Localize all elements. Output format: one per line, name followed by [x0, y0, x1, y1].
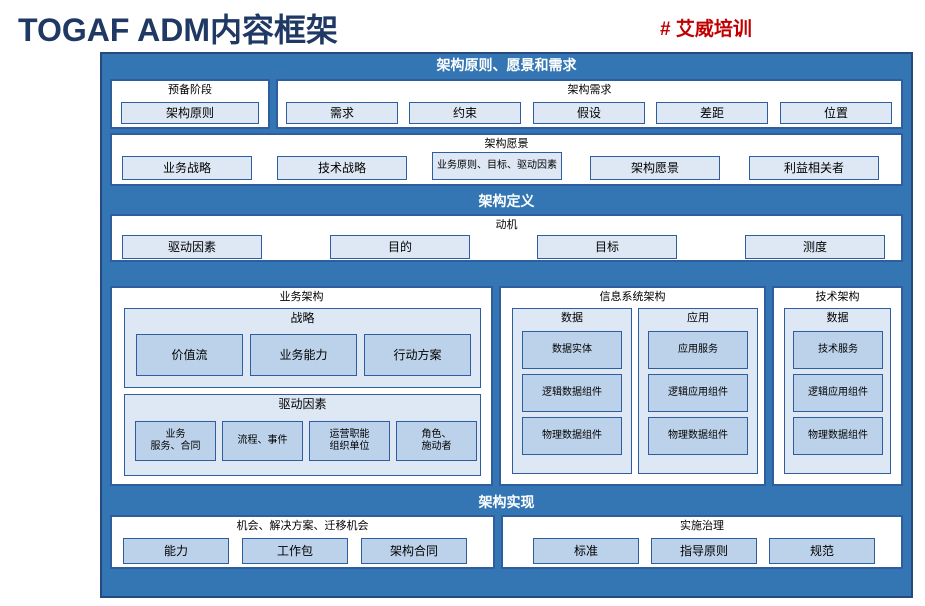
group-title-data: 数据 — [561, 312, 583, 324]
group-technology-data: 数据 技术服务 逻辑应用组件 物理数据组件 — [784, 308, 891, 474]
chip-data-entity[interactable]: 数据实体 — [522, 331, 622, 369]
chip-architecture-vision[interactable]: 架构愿景 — [590, 156, 720, 180]
chip-value-stream[interactable]: 价值流 — [136, 334, 243, 376]
panel-technology-architecture: 技术架构 数据 技术服务 逻辑应用组件 物理数据组件 — [772, 286, 903, 486]
chip-objective[interactable]: 目的 — [330, 235, 470, 259]
panel-architecture-vision: 架构愿景 业务战略 技术战略 业务原则、目标、驱动因素 架构愿景 利益相关者 — [110, 133, 903, 186]
chip-process-event[interactable]: 流程、事件 — [222, 421, 303, 461]
panel-implementation-governance: 实施治理 标准 指导原则 规范 — [501, 515, 903, 569]
panel-title-implementation-governance: 实施治理 — [680, 520, 724, 532]
section-title-architecture-definition: 架构定义 — [478, 193, 535, 209]
group-data: 数据 数据实体 逻辑数据组件 物理数据组件 — [512, 308, 632, 474]
panel-title-technology-architecture: 技术架构 — [815, 291, 860, 303]
chip-application-service[interactable]: 应用服务 — [648, 331, 748, 369]
chip-logical-data-component[interactable]: 逻辑数据组件 — [522, 374, 622, 412]
chip-standard[interactable]: 标准 — [533, 538, 639, 564]
chip-specification[interactable]: 规范 — [769, 538, 875, 564]
group-title-strategy: 战略 — [290, 311, 315, 325]
section-title-architecture-realization: 架构实现 — [478, 494, 535, 510]
section-architecture-realization: 架构实现 机会、解决方案、迁移机会 能力 工作包 架构合同 实施治理 标准 指导… — [102, 491, 911, 569]
group-title-drivers: 驱动因素 — [278, 397, 327, 411]
panel-preliminary: 预备阶段 架构原则 — [110, 79, 270, 129]
chip-capability[interactable]: 能力 — [123, 538, 229, 564]
panel-motivation: 动机 驱动因素 目的 目标 测度 — [110, 214, 903, 262]
chip-physical-data-component[interactable]: 物理数据组件 — [522, 417, 622, 455]
group-title-application: 应用 — [687, 312, 709, 324]
section-principles-vision-requirements: 架构原则、愿景和需求 预备阶段 架构原则 架构需求 需求 约束 假设 差距 位置… — [102, 54, 911, 186]
chip-business-service-contract[interactable]: 业务 服务、合同 — [135, 421, 216, 461]
chip-course-of-action[interactable]: 行动方案 — [364, 334, 471, 376]
panel-title-business-architecture: 业务架构 — [279, 291, 324, 303]
section-architecture-definition: 架构定义 动机 驱动因素 目的 目标 测度 — [102, 190, 911, 262]
chip-logical-application-component[interactable]: 逻辑应用组件 — [648, 374, 748, 412]
panel-architecture-requirements: 架构需求 需求 约束 假设 差距 位置 — [276, 79, 903, 129]
chip-measure[interactable]: 测度 — [745, 235, 885, 259]
panel-information-systems-architecture: 信息系统架构 数据 数据实体 逻辑数据组件 物理数据组件 应用 应用服务 逻辑应… — [499, 286, 766, 486]
chip-business-capability[interactable]: 业务能力 — [250, 334, 357, 376]
panel-title-motivation: 动机 — [495, 219, 518, 231]
togaf-content-framework: 架构原则、愿景和需求 预备阶段 架构原则 架构需求 需求 约束 假设 差距 位置… — [100, 52, 913, 598]
chip-assumption[interactable]: 假设 — [533, 102, 645, 124]
page-title: TOGAF ADM内容框架 — [18, 12, 338, 48]
panel-title-opportunities: 机会、解决方案、迁移机会 — [236, 520, 369, 532]
chip-architecture-contract[interactable]: 架构合同 — [361, 538, 467, 564]
chip-requirement[interactable]: 需求 — [286, 102, 398, 124]
panel-opportunities-solutions-migration: 机会、解决方案、迁移机会 能力 工作包 架构合同 — [110, 515, 495, 569]
chip-technology-strategy[interactable]: 技术战略 — [277, 156, 407, 180]
chip-work-package[interactable]: 工作包 — [242, 538, 348, 564]
panel-title-architecture-requirements: 架构需求 — [567, 84, 612, 96]
group-title-technology-data: 数据 — [826, 312, 849, 324]
panel-business-architecture: 业务架构 战略 价值流 业务能力 行动方案 驱动因素 业务 服务、合同 流程、事… — [110, 286, 493, 486]
chip-architecture-principles[interactable]: 架构原则 — [121, 102, 259, 124]
chip-role-actor[interactable]: 角色、 施动者 — [396, 421, 477, 461]
panel-title-preliminary: 预备阶段 — [168, 84, 212, 96]
panel-title-architecture-vision: 架构愿景 — [484, 138, 529, 150]
panel-title-information-systems-architecture: 信息系统架构 — [599, 291, 666, 303]
section-title-principles: 架构原则、愿景和需求 — [436, 57, 577, 73]
chip-business-strategy[interactable]: 业务战略 — [122, 156, 252, 180]
brand-label: # 艾威培训 — [660, 19, 752, 40]
chip-tech-logical-application-component[interactable]: 逻辑应用组件 — [793, 374, 883, 412]
group-application: 应用 应用服务 逻辑应用组件 物理数据组件 — [638, 308, 758, 474]
chip-goal[interactable]: 目标 — [537, 235, 677, 259]
chip-position[interactable]: 位置 — [780, 102, 892, 124]
title-bar: TOGAF ADM内容框架 # 艾威培训 — [0, 0, 925, 50]
chip-business-principles-goals-drivers[interactable]: 业务原则、目标、驱动因素 — [432, 152, 562, 180]
chip-technology-service[interactable]: 技术服务 — [793, 331, 883, 369]
chip-physical-application-component[interactable]: 物理数据组件 — [648, 417, 748, 455]
chip-guideline[interactable]: 指导原则 — [651, 538, 757, 564]
chip-driver[interactable]: 驱动因素 — [122, 235, 262, 259]
group-strategy: 战略 价值流 业务能力 行动方案 — [124, 308, 481, 388]
chip-stakeholders[interactable]: 利益相关者 — [749, 156, 879, 180]
chip-function-org-unit[interactable]: 运营职能 组织单位 — [309, 421, 390, 461]
chip-tech-physical-data-component[interactable]: 物理数据组件 — [793, 417, 883, 455]
group-drivers: 驱动因素 业务 服务、合同 流程、事件 运营职能 组织单位 角色、 施动者 — [124, 394, 481, 476]
chip-gap[interactable]: 差距 — [656, 102, 768, 124]
chip-constraint[interactable]: 约束 — [409, 102, 521, 124]
